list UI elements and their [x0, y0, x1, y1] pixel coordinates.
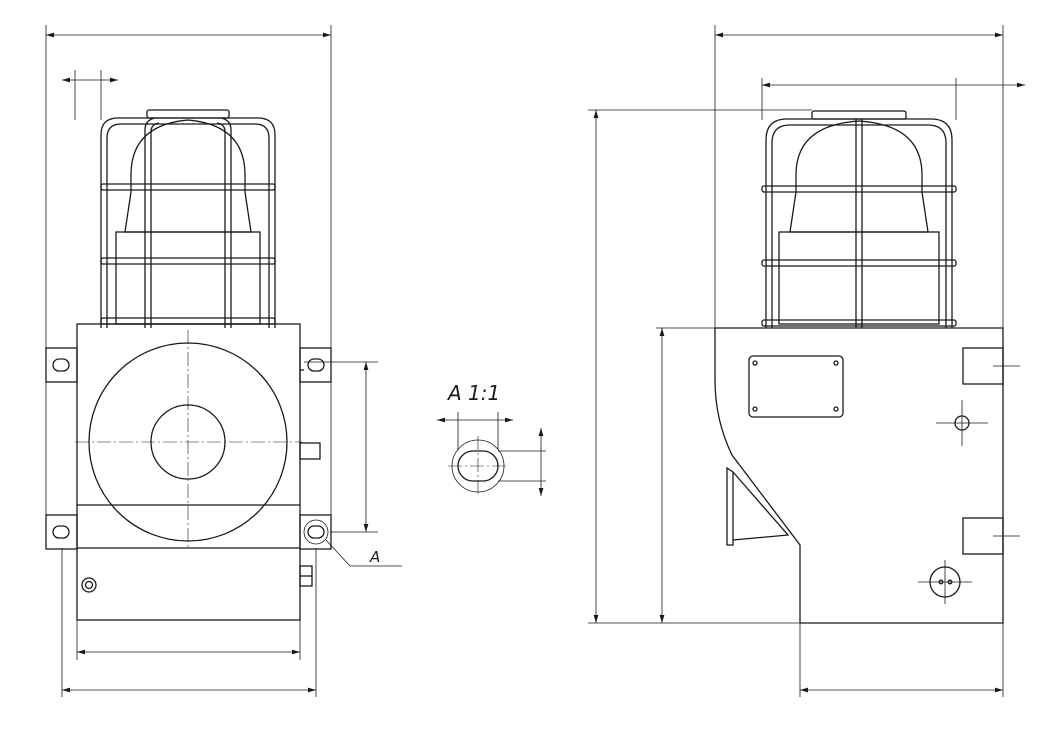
cable-gland-icon: [918, 560, 972, 604]
round-cover: [75, 330, 302, 548]
ground-screw-icon: [81, 577, 97, 593]
detail-a: A 1:1: [437, 381, 546, 496]
side-lamp-lens: [778, 120, 940, 325]
lamp-lens: [115, 119, 261, 325]
front-view: A: [45, 25, 402, 697]
side-view: [588, 25, 1025, 697]
side-hole-icon: [936, 400, 988, 446]
side-cage-guard: [761, 110, 957, 328]
side-housing: [714, 327, 1020, 624]
housing-body: [76, 323, 321, 621]
mounting-brackets: [45, 347, 332, 550]
detail-label: A 1:1: [446, 381, 500, 405]
callout-label-a: A: [369, 548, 380, 566]
